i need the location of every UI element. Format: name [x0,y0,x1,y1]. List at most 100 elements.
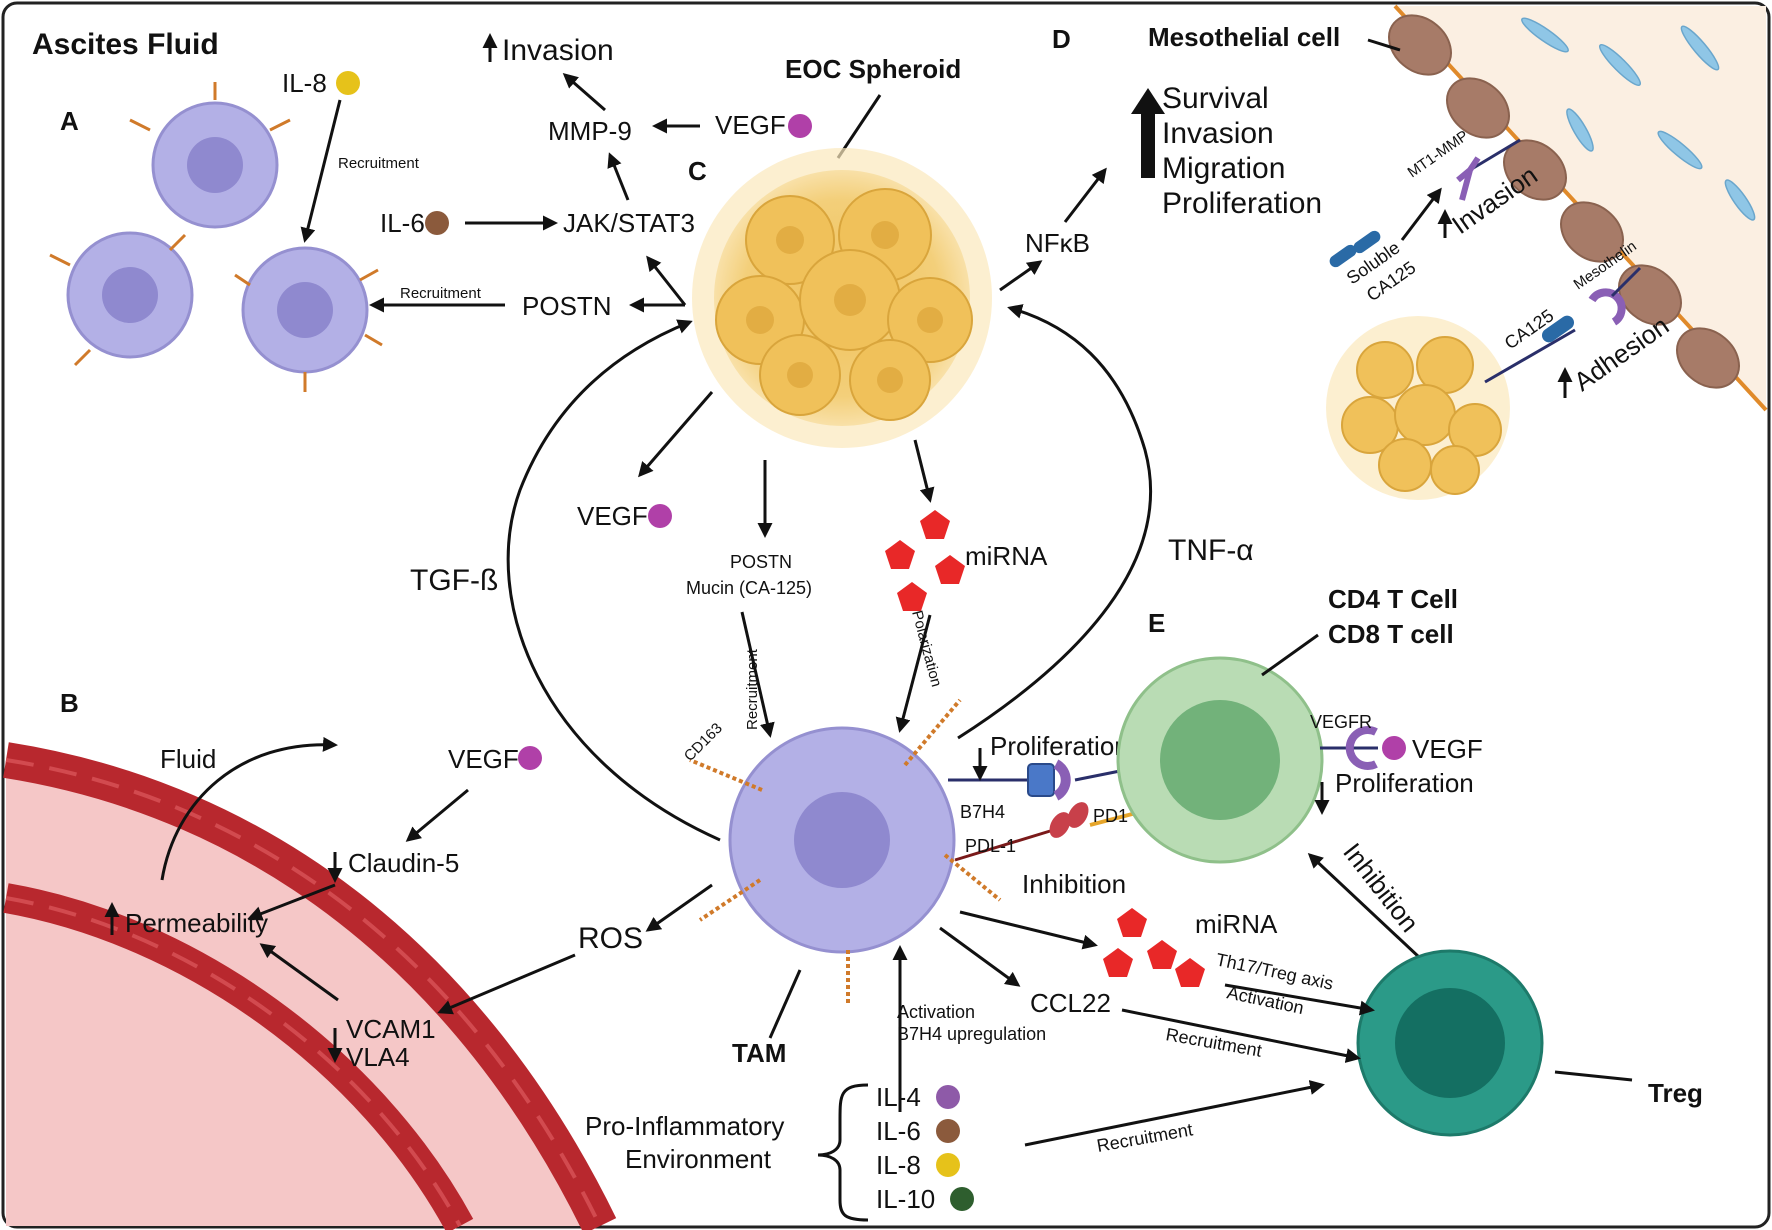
soluble-ca125-molecule [1329,230,1381,268]
arrow-tam-mirna [959,910,1098,950]
ca125-tether [1484,328,1576,384]
tam-leader-line [768,969,802,1039]
cytokine-dot-3 [950,1187,974,1211]
mesothelium-region [1388,4,1768,412]
arrow-spheroid-nfkb [999,260,1043,292]
b7h4-label: B7H4 [960,802,1005,822]
inhibition-tam-label: Inhibition [1022,869,1126,899]
arrow-ros-vessel [437,953,576,1015]
arrow-spheroid-vegf [638,391,714,478]
arrow-vcam-permeability [259,943,339,1002]
panel-label-c: C [688,156,707,186]
fluid-label: Fluid [160,744,216,774]
permeability-label: Permeability [125,908,268,938]
b7h4-receptor [1027,763,1055,797]
panel-label-d: D [1052,24,1071,54]
arrow-mirna-treg [1224,983,1375,1016]
treg-label: Treg [1648,1078,1703,1108]
pdl1-molecule [1049,802,1089,838]
cytokine-3: IL-10 [876,1184,935,1214]
postn-mid-label: POSTN [730,552,792,572]
spheroid-leader-line [836,94,882,159]
jak-stat3-label: JAK/STAT3 [563,208,695,238]
mirna-pentagons-bottom [1103,908,1205,987]
recruitment-vertical: Recruitment [744,648,761,730]
cytokine-dot-2 [936,1153,960,1177]
pdl1-label: PDL-1 [965,836,1016,856]
activation-tam-label: Activation [897,1002,975,1022]
panel-label-b: B [60,688,79,718]
cytokine-0: IL-4 [876,1082,921,1112]
arrow-soluble-mt1mmp [1400,187,1442,241]
arrow-claudin-permeability [247,883,336,921]
mesothelin-receptor [1588,288,1626,326]
stromal-cells [1521,17,1756,221]
tam-cd163-receptors [689,698,1002,1005]
il6-dot [425,211,449,235]
macrophage-a2 [66,231,194,359]
outcome-list: Survival Invasion Migration Proliferatio… [1162,82,1322,220]
arrow-recruitment-tam [740,611,775,738]
il6-label: IL-6 [380,208,425,238]
blood-vessel [3,742,617,1230]
ros-label: ROS [578,922,643,955]
spheroid-label: EOC Spheroid [785,54,961,84]
arrow-nfkb-outcomes [1063,167,1107,223]
outcome-0: Survival [1162,82,1269,115]
vegf-dot-mid [648,504,672,528]
b7h4-ligand-stalk [1074,768,1126,782]
mucin-label: Mucin (CA-125) [686,578,812,598]
bold-up-arrow-head [1131,88,1165,114]
vegf-dot-top [788,114,812,138]
tgf-label: TGF-ß [410,564,498,597]
macrophage-a3 [241,246,369,374]
panel-label-a: A [60,106,79,136]
panel-label-e: E [1148,608,1165,638]
pd1-label: PD1 [1093,806,1128,826]
mesothelial-label: Mesothelial cell [1148,22,1340,52]
vla-label: VLA4 [346,1042,410,1072]
tam-cell [728,726,956,954]
cytokine-list: IL-4 IL-6 IL-8 IL-10 [876,1082,974,1214]
mesothelin-stalk [1610,266,1642,298]
mmp9-label: MMP-9 [548,116,632,146]
env-line2: Environment [625,1144,772,1174]
arrow-treg-inhibition [1307,852,1422,960]
small-spheroid-d [1326,316,1510,500]
il8-label-a: IL-8 [282,68,327,98]
arrow-tnf-curve [957,304,1152,740]
vegf-top-label: VEGF [715,110,786,140]
arrow-il8-recruit [300,99,342,243]
cytokine-1: IL-6 [876,1116,921,1146]
ccl22-label: CCL22 [1030,988,1111,1018]
arrow-spheroid-mirna [913,439,935,503]
vegf-mid-label: VEGF [577,501,648,531]
arrow-tgf-curve [506,319,721,842]
cytokine-2: IL-8 [876,1150,921,1180]
pdl1-stalk [954,826,1061,862]
env-brace [817,1083,869,1222]
outcome-2: Migration [1162,152,1285,185]
arrow-tam-ros [645,883,713,932]
mirna-top-label: miRNA [965,541,1048,571]
tcell-leader-line [1261,633,1319,677]
nfkb-label: NFκB [1025,228,1090,258]
mesothelial-leader-line [1367,38,1401,52]
treg-leader-line [1554,1070,1633,1082]
il8-dot [336,71,360,95]
arrow-jak-mmp9 [607,152,630,201]
arrow-polarization-tam [895,614,932,733]
cd163-receptors-a [49,82,383,392]
treg-cell [1356,949,1544,1137]
arrow-permeability-fluid [160,736,338,881]
arrow-tam-ccl22 [939,926,1021,987]
mt1mmp-receptor [1456,156,1481,201]
cd4-label: CD4 T Cell [1328,584,1458,614]
eoc-spheroid [692,148,992,448]
vegfr-receptor [1345,726,1378,770]
cd-t-cell [1116,656,1324,864]
vegfr-label: VEGFR [1310,712,1372,732]
